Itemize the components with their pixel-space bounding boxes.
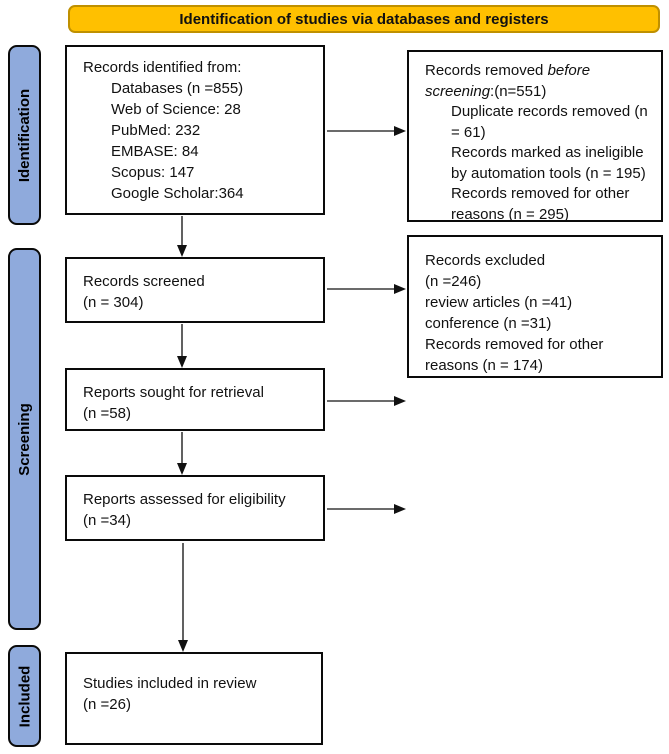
- box-reports-sought: Reports sought for retrieval (n =58): [65, 368, 325, 431]
- stage-label-identification-text: Identification: [16, 88, 33, 182]
- reports-sought-line: (n =58): [83, 405, 131, 422]
- stage-label-included: Included: [8, 645, 41, 747]
- records-identified-item: Databases (n =855): [111, 80, 244, 97]
- box-records-excluded: Records excluded (n =246) review article…: [407, 235, 663, 378]
- header-title: Identification of studies via databases …: [179, 10, 549, 28]
- stage-label-screening: Screening: [8, 248, 41, 630]
- records-identified-intro: Records identified from:: [83, 59, 242, 76]
- records-removed-item: Records removed for other reasons (n = 2…: [451, 185, 630, 222]
- records-removed-intro-suffix: :(n=551): [490, 82, 547, 100]
- box-records-identified: Records identified from: Databases (n =8…: [65, 45, 325, 215]
- stage-label-screening-text: Screening: [16, 402, 33, 476]
- records-identified-item: PubMed: 232: [111, 122, 201, 139]
- reports-sought-line: Reports sought for retrieval: [83, 384, 264, 401]
- reports-assessed-line: (n =34): [83, 512, 131, 529]
- records-identified-item: Google Scholar:364: [111, 185, 244, 202]
- records-identified-item: Web of Science: 28: [111, 101, 241, 118]
- records-excluded-line: (n =246): [425, 273, 482, 290]
- records-excluded-line: Records excluded: [425, 252, 546, 269]
- records-screened-line: Records screened: [83, 273, 205, 290]
- records-identified-item: EMBASE: 84: [111, 143, 199, 160]
- records-screened-line: (n = 304): [83, 294, 144, 311]
- records-removed-intro: Records removed before screening:(n=551): [425, 61, 651, 102]
- records-removed-intro-italic: before screening: [425, 62, 591, 100]
- records-excluded-line: review articles (n =41): [425, 294, 573, 311]
- box-records-removed: Records removed before screening:(n=551)…: [407, 50, 663, 222]
- records-excluded-line: Records removed for other reasons (n = 1…: [425, 336, 604, 374]
- records-removed-item: Records marked as ineligible by automati…: [451, 144, 646, 182]
- studies-included-line: Studies included in review: [83, 675, 257, 692]
- records-removed-intro-prefix: Records removed: [425, 62, 548, 79]
- records-removed-item: Duplicate records removed (n = 61): [451, 103, 648, 141]
- reports-assessed-line: Reports assessed for eligibility: [83, 491, 286, 508]
- stage-label-included-text: Included: [16, 665, 34, 727]
- records-identified-item: Scopus: 147: [111, 164, 195, 181]
- records-excluded-line: conference (n =31): [425, 315, 552, 332]
- stage-label-identification: Identification: [8, 45, 41, 225]
- header-banner: Identification of studies via databases …: [68, 5, 660, 33]
- box-records-screened: Records screened (n = 304): [65, 257, 325, 323]
- studies-included-line: (n =26): [83, 696, 131, 713]
- box-studies-included: Studies included in review (n =26): [65, 652, 323, 745]
- box-reports-assessed: Reports assessed for eligibility (n =34): [65, 475, 325, 541]
